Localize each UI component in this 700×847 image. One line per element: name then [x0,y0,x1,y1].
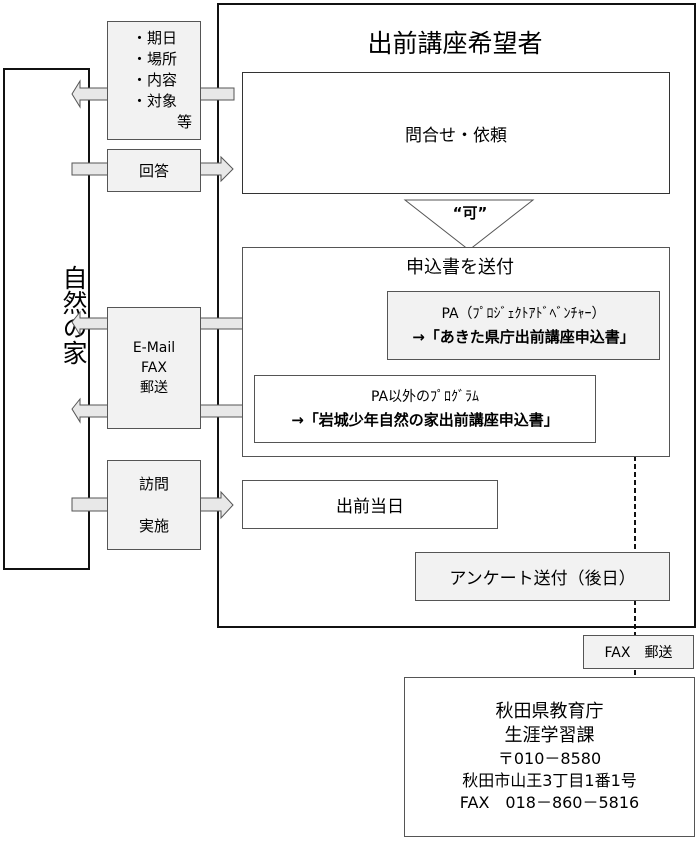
send-method: 郵送 [140,380,168,396]
inquiry-step-box: 問合せ・依頼 [242,72,670,194]
lecture-day-box: 出前当日 [242,480,498,529]
implement-label: 実施 [138,517,169,535]
approval-triangle [403,199,535,251]
inquiry-item: ・対象 [132,92,178,110]
inquiry-item: ・内容 [132,71,178,89]
applicant-title: 出前講座希望者 [367,29,543,58]
destination-line: 秋田県教育庁 [495,701,604,722]
arrow-visit-right [199,490,234,520]
pa-application-box: PA（ﾌﾟﾛｼﾞｪｸﾄｱﾄﾞﾍﾞﾝﾁｬｰ） →「あきた県庁出前講座申込書」 [387,291,660,360]
inquiry-item: ・期日 [132,29,178,47]
destination-line: 生涯学習課 [504,725,595,746]
destination-line: FAX 018－860－5816 [459,793,640,812]
send-methods-box: E-Mail FAX 郵送 [107,307,201,429]
survey-label: アンケート送付（後日） [449,569,636,589]
applicant-box [217,3,696,628]
arrow-answer-right [199,155,234,183]
answer-box: 回答 [107,149,201,192]
send-method: E-Mail [132,340,176,356]
arrow-email-2-stub [199,404,249,418]
other-program-label: PA以外のﾌﾟﾛｸﾞﾗﾑ [370,389,480,405]
send-application-label: 申込書を送付 [406,257,514,278]
pa-program-label: PA（ﾌﾟﾛｼﾞｪｸﾄｱﾄﾞﾍﾞﾝﾁｬｰ） [441,305,606,322]
arrow-inquiry-right-stub [199,87,235,101]
inquiry-item: ・場所 [132,50,178,68]
inquiry-step-label: 問合せ・依頼 [405,125,507,146]
destination-line: 秋田市山王3丁目1番1号 [462,771,637,790]
answer-label: 回答 [138,162,169,180]
other-form-name: →「岩城少年自然の家出前講座申込書」 [291,411,559,429]
other-application-box: PA以外のﾌﾟﾛｸﾞﾗﾑ →「岩城少年自然の家出前講座申込書」 [254,375,596,443]
arrow-inquiry-left [71,79,109,109]
send-method: FAX [141,360,167,376]
arrow-email-2-left [71,397,109,424]
lecture-day-label: 出前当日 [336,497,404,517]
shizen-no-ie-label: 自然の家 [5,70,88,410]
destination-line: 〒010－8580 [497,749,602,768]
visit-box: 訪問 実施 [107,460,201,550]
fax-mail-box: FAX 郵送 [583,635,694,669]
arrow-email-1-left [71,310,109,337]
visit-label: 訪問 [138,475,169,493]
fax-mail-label: FAX 郵送 [604,645,673,661]
arrow-answer-left-stub [71,162,109,176]
shizen-no-ie-text: 自然の家 [59,265,88,365]
pa-form-name: →「あきた県庁出前講座申込書」 [412,327,635,346]
destination-box: 秋田県教育庁 生涯学習課 〒010－8580 秋田市山王3丁目1番1号 FAX … [404,677,695,837]
inquiry-suffix: 等 [176,113,192,131]
survey-box: アンケート送付（後日） [415,552,670,601]
approval-label: “可” [452,203,488,222]
arrow-visit-left-stub [71,497,109,512]
inquiry-items-box: ・期日 ・場所 ・内容 ・対象 等 [107,21,201,140]
